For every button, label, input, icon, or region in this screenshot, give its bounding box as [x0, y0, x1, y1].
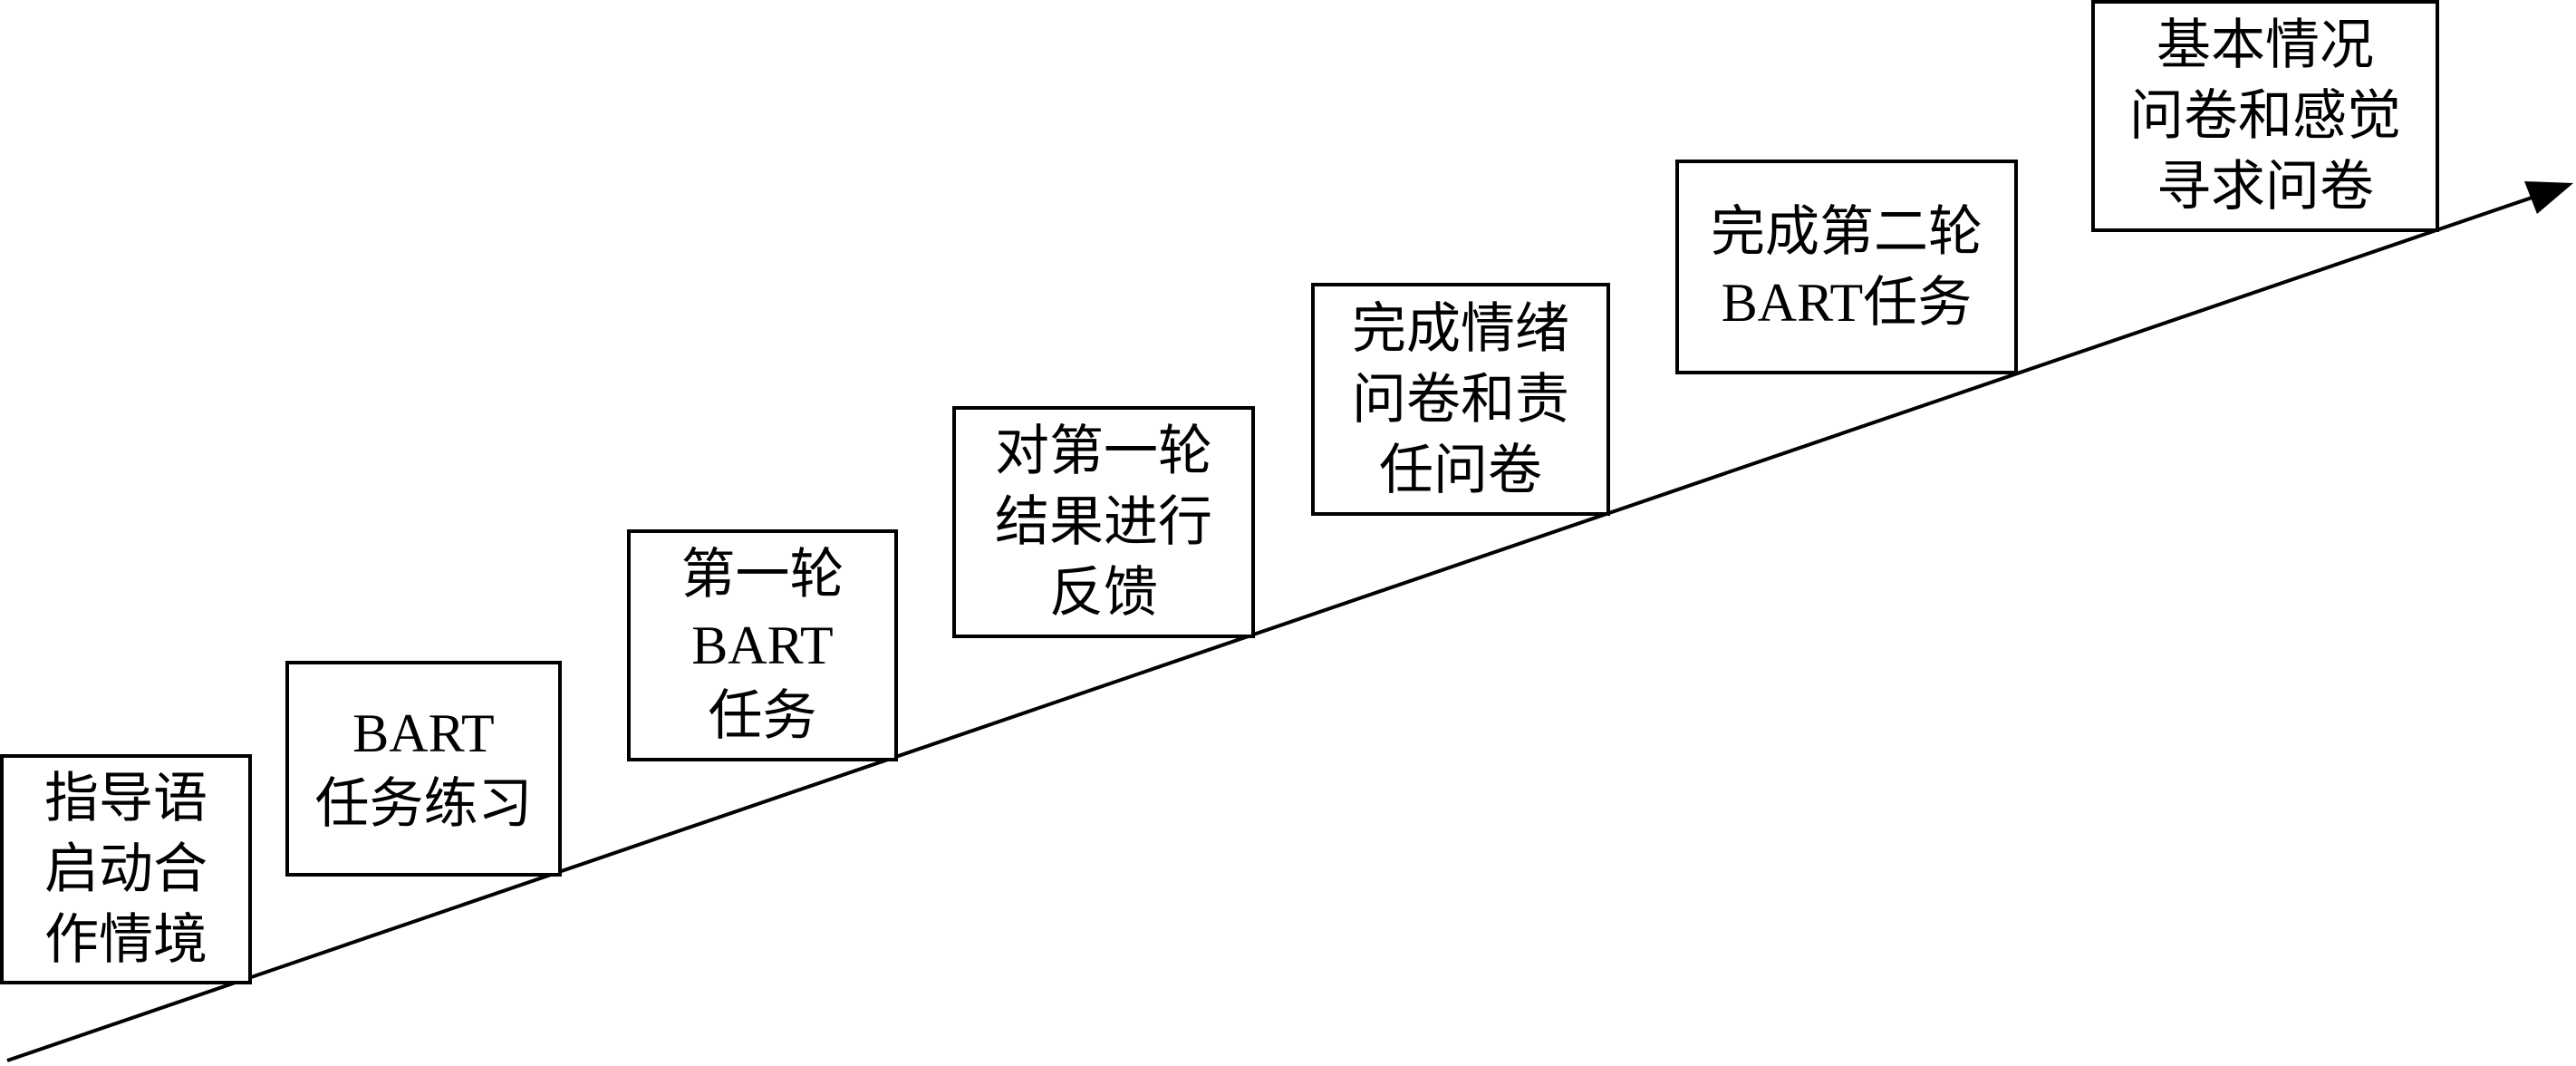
step-instruction-cooperation: 指导语 启动合 作情境	[0, 754, 252, 984]
step-bart-practice: BART 任务练习	[285, 661, 562, 877]
step-emotion-responsibility-questionnaire: 完成情绪 问卷和责 任问卷	[1311, 283, 1610, 516]
step-bart-round-2: 完成第二轮 BART任务	[1675, 160, 2018, 374]
step-label: 第一轮 BART 任务	[680, 545, 844, 746]
step-label: 完成情绪 问卷和责 任问卷	[1352, 298, 1569, 500]
step-label: 对第一轮 结果进行 反馈	[995, 422, 1212, 623]
step-label: 指导语 启动合 作情境	[44, 769, 207, 970]
step-label: BART 任务练习	[314, 703, 533, 834]
step-demographic-sensation-seeking-questionnaire: 基本情况 问卷和感觉 寻求问卷	[2091, 0, 2439, 232]
step-label: 基本情况 问卷和感觉 寻求问卷	[2129, 15, 2401, 217]
timeline-line	[6, 194, 2538, 1062]
step-feedback-round-1: 对第一轮 结果进行 反馈	[952, 406, 1255, 638]
arrowhead-icon	[2524, 181, 2573, 214]
step-bart-round-1: 第一轮 BART 任务	[627, 529, 898, 761]
step-label: 完成第二轮 BART任务	[1711, 201, 1983, 333]
